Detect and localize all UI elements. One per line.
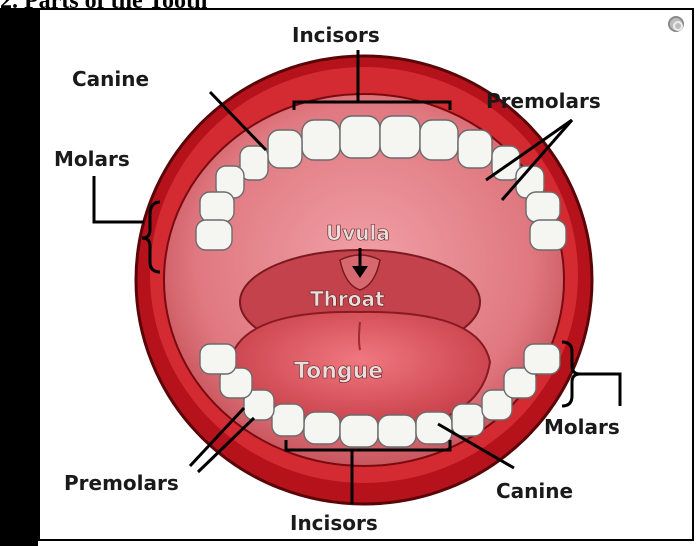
- label-molars-right: Molars: [544, 415, 620, 439]
- label-incisors-top: Incisors: [292, 23, 380, 47]
- label-molars-left: Molars: [54, 147, 130, 171]
- label-canine-bottom: Canine: [496, 479, 573, 503]
- tongue-groove: [359, 322, 360, 350]
- label-uvula: Uvula: [326, 221, 390, 245]
- label-canine-top: Canine: [72, 67, 149, 91]
- label-premolars-bottom: Premolars: [64, 471, 179, 495]
- label-tongue: Tongue: [294, 359, 383, 384]
- diagram-frame: Incisors Canine Premolars Molars Uvula T…: [38, 8, 694, 541]
- left-border-bar: [0, 8, 38, 546]
- mouth-diagram: Incisors Canine Premolars Molars Uvula T…: [40, 10, 692, 539]
- label-premolars-top: Premolars: [486, 89, 601, 113]
- label-incisors-bottom: Incisors: [290, 511, 378, 535]
- label-throat: Throat: [310, 287, 385, 311]
